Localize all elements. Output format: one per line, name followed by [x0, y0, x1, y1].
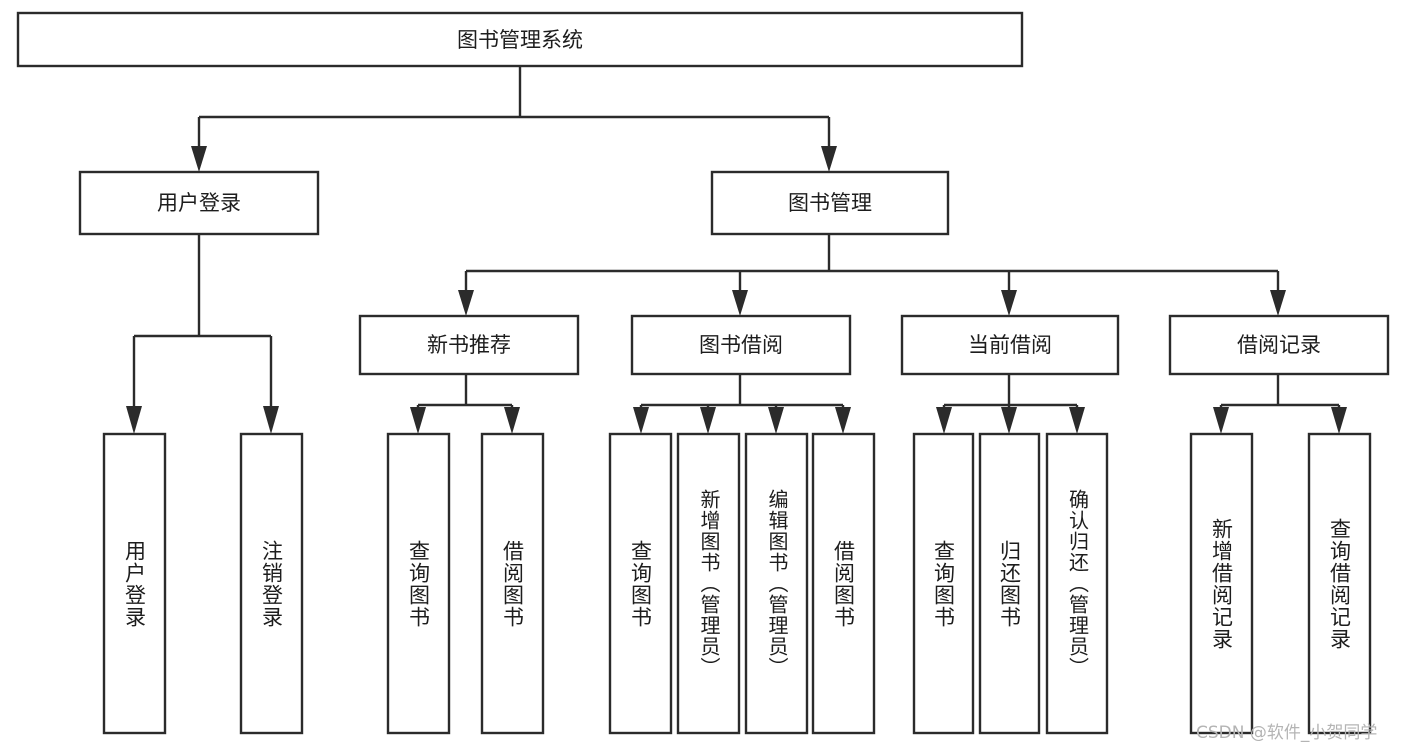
arrowhead-new-book-rec — [458, 290, 474, 316]
arrowhead-leaf-add-record — [1213, 407, 1229, 434]
node-book-manage-box[interactable] — [710, 170, 950, 236]
leaf-query-book-1-box[interactable] — [386, 432, 451, 735]
connector-group-user-login — [126, 234, 279, 434]
node-borrow-record-label: 借阅记录 — [1237, 333, 1321, 357]
arrowhead-leaf-query-book-3 — [936, 407, 952, 434]
connector-group-borrow-record — [1213, 374, 1347, 434]
node-root[interactable]: 图书管理系统 — [16, 11, 1024, 68]
node-user-login-label: 用户登录 — [157, 191, 241, 215]
arrowhead-leaf-return-book — [1001, 407, 1017, 434]
node-current-borrow[interactable]: 当前借阅 — [900, 314, 1120, 376]
node-root-box[interactable] — [16, 11, 1024, 68]
arrowhead-book-borrow — [732, 290, 748, 316]
arrowhead-borrow-record — [1270, 290, 1286, 316]
leaf-logout-box[interactable] — [239, 432, 304, 735]
leaf-boxes — [102, 432, 1372, 735]
node-book-manage-label: 图书管理 — [788, 191, 872, 215]
arrowhead-current-borrow — [1001, 290, 1017, 316]
arrowhead-leaf-confirm-return — [1069, 407, 1085, 434]
arrowhead-leaf-edit-book-admin — [768, 407, 784, 434]
leaf-borrow-book-2-box[interactable] — [811, 432, 876, 735]
leaf-borrow-book-1-box[interactable] — [480, 432, 545, 735]
arrowhead-leaf-borrow-book-1 — [504, 407, 520, 434]
node-new-book-rec[interactable]: 新书推荐 — [358, 314, 580, 376]
leaf-edit-book-admin-box[interactable] — [744, 432, 809, 735]
node-current-borrow-box[interactable] — [900, 314, 1120, 376]
connector-group-book-borrow — [633, 374, 851, 434]
arrowhead-leaf-borrow-book-2 — [835, 407, 851, 434]
arrowhead-leaf-query-book-1 — [410, 407, 426, 434]
node-borrow-record-box[interactable] — [1168, 314, 1390, 376]
node-book-borrow-label: 图书借阅 — [699, 333, 783, 357]
node-borrow-record[interactable]: 借阅记录 — [1168, 314, 1390, 376]
arrowhead-leaf-user-login — [126, 406, 142, 434]
leaf-add-book-admin-box[interactable] — [676, 432, 741, 735]
node-new-book-rec-label: 新书推荐 — [427, 333, 511, 357]
node-book-borrow[interactable]: 图书借阅 — [630, 314, 852, 376]
leaf-query-book-2-box[interactable] — [608, 432, 673, 735]
arrowhead-leaf-query-record — [1331, 407, 1347, 434]
arrowhead-user-login — [191, 146, 207, 172]
leaf-user-login-box[interactable] — [102, 432, 167, 735]
connector-group-current-borrow — [936, 374, 1085, 434]
connector-group-new-book-rec — [410, 374, 520, 434]
csdn-watermark: CSDN @软件_小贺同学 — [1196, 723, 1378, 743]
node-root-label: 图书管理系统 — [457, 28, 583, 52]
leaf-query-record-box[interactable] — [1307, 432, 1372, 735]
arrowhead-leaf-query-book-2 — [633, 407, 649, 434]
node-book-borrow-box[interactable] — [630, 314, 852, 376]
node-current-borrow-label: 当前借阅 — [968, 333, 1052, 357]
leaf-query-book-3-box[interactable] — [912, 432, 975, 735]
connector-group-book-manage — [458, 234, 1286, 316]
node-new-book-rec-box[interactable] — [358, 314, 580, 376]
leaf-add-record-box[interactable] — [1189, 432, 1254, 735]
arrowhead-leaf-add-book-admin — [700, 407, 716, 434]
arrowhead-leaf-logout — [263, 406, 279, 434]
node-user-login[interactable]: 用户登录 — [78, 170, 320, 236]
node-user-login-box[interactable] — [78, 170, 320, 236]
arrowhead-book-manage — [821, 146, 837, 172]
node-book-manage[interactable]: 图书管理 — [710, 170, 950, 236]
leaf-return-book-box[interactable] — [978, 432, 1041, 735]
connector-group-root — [191, 66, 837, 172]
leaf-confirm-return-box[interactable] — [1045, 432, 1109, 735]
